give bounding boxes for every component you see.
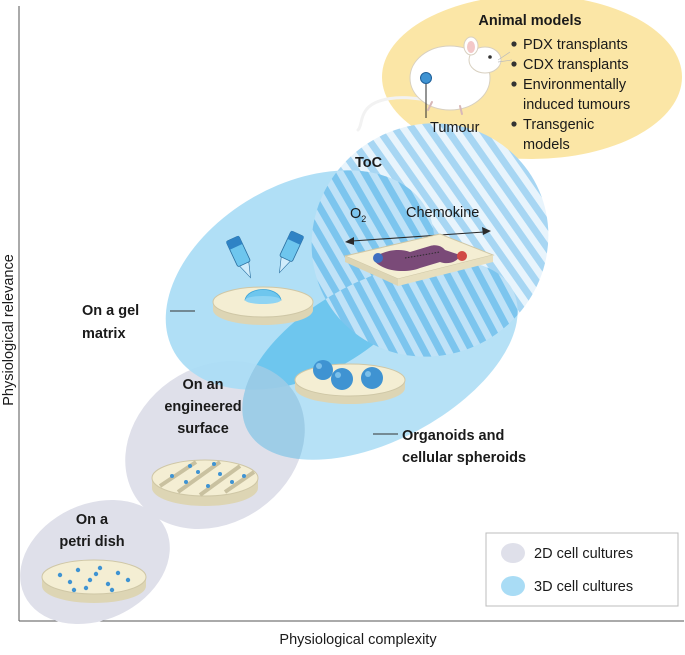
bullet-icon [511,121,517,127]
animal-item-cdx: CDX transplants [523,57,629,73]
petri-label-line1: On a [76,512,109,528]
tumour-label: Tumour [430,120,480,136]
petri-label-line2: petri dish [59,534,124,550]
organoids-label-line2: cellular spheroids [402,450,526,466]
organoids-label-line1: Organoids and [402,428,504,444]
x-axis-label: Physiological complexity [279,632,437,648]
bullet-icon [511,41,517,47]
animal-models-title: Animal models [478,13,581,29]
bullet-icon [511,61,517,67]
gel-label-line1: On a gel [82,303,139,319]
legend-swatch-3d [501,576,525,596]
spheroid-icon [313,360,333,380]
legend: 2D cell cultures 3D cell cultures [485,532,679,607]
chemokine-label: Chemokine [406,205,479,221]
organoid-dish [294,360,406,404]
animal-item-environmental-1: Environmentally [523,77,627,93]
engineered-label-line3: surface [177,421,229,437]
arrow-left-icon [345,237,354,245]
legend-swatch-2d [501,543,525,563]
animal-item-pdx: PDX transplants [523,37,628,53]
gel-label-line2: matrix [82,326,126,342]
toc-title: ToC [355,155,383,171]
y-axis-label: Physiological relevance [1,254,17,406]
engineered-surface-dish [151,459,259,506]
arrow-right-icon [482,227,491,235]
animal-item-environmental-2: induced tumours [523,97,630,113]
legend-label-2d: 2D cell cultures [534,546,633,562]
animal-item-transgenic-1: Transgenic [523,117,594,133]
engineered-label-line2: engineered [164,399,241,415]
animal-item-transgenic-2: models [523,137,570,153]
tumour-icon [420,72,432,84]
spheroid-icon [361,367,383,389]
organ-on-chip-device [343,233,495,286]
o2-label: O2 [350,206,366,224]
animal-models-region [382,0,682,159]
bullet-icon [511,81,517,87]
petri-dish [41,559,147,603]
gel-matrix-dish [212,230,314,325]
double-arrow-line [351,231,485,242]
mouse-illustration [356,36,513,132]
engineered-label-line1: On an [182,377,223,393]
spheroid-icon [331,368,353,390]
legend-label-3d: 3D cell cultures [534,579,633,595]
